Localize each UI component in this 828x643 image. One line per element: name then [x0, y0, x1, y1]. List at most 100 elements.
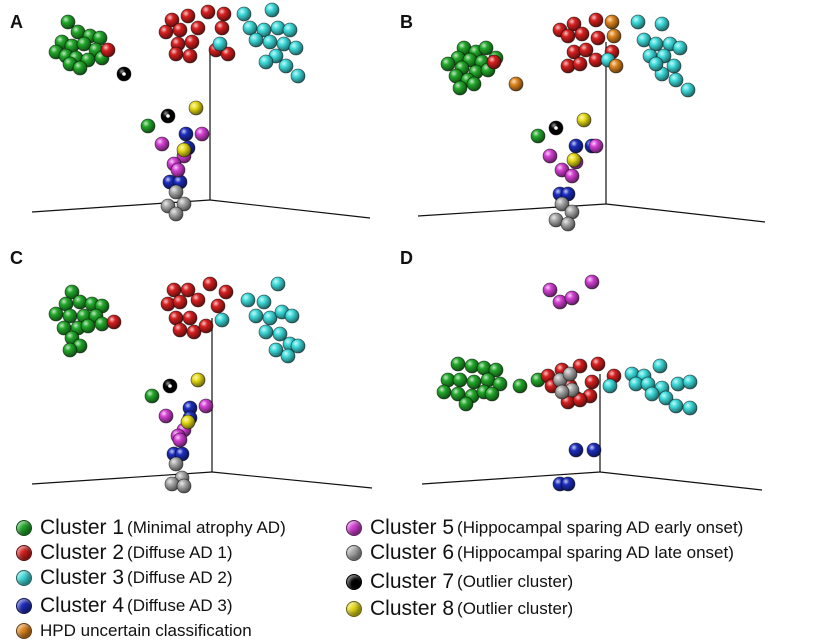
- point-panel-c-c3: [256, 294, 272, 310]
- point-panel-d-c4: [586, 442, 602, 458]
- point-panel-a-c1: [76, 36, 92, 52]
- point-panel-c-c3: [272, 326, 288, 342]
- point-panel-c-c6: [176, 478, 192, 494]
- point-panel-c-c5: [172, 432, 188, 448]
- point-panel-a-c3: [282, 22, 298, 38]
- point-panel-b-hpd: [604, 14, 620, 30]
- point-panel-a-c3: [258, 54, 274, 70]
- point-panel-a-c2: [220, 46, 236, 62]
- point-panel-c-c2: [198, 318, 214, 334]
- point-panel-d-c1: [458, 396, 474, 412]
- point-panel-a-c3: [264, 2, 280, 18]
- point-panel-d-c5: [564, 290, 580, 306]
- point-panel-b-c2: [590, 30, 606, 46]
- point-panel-c-c1: [62, 342, 78, 358]
- point-panel-a-c2: [184, 34, 200, 50]
- point-panel-c-c2: [186, 324, 202, 340]
- panel-a-axis-right: [209, 199, 371, 219]
- point-panel-a-c2: [158, 24, 174, 40]
- point-panel-d-c3: [668, 398, 684, 414]
- point-panel-b-c1: [478, 40, 494, 56]
- point-panel-d-c1: [452, 372, 468, 388]
- point-panel-d-c6: [562, 366, 578, 382]
- point-panel-a-c1: [60, 14, 76, 30]
- point-panel-a-c2: [168, 46, 184, 62]
- point-panel-a-c3: [262, 34, 278, 50]
- point-panel-a-c1: [140, 118, 156, 134]
- point-panel-a-c2: [172, 22, 188, 38]
- point-panel-a-c2: [214, 20, 230, 36]
- point-panel-b-hpd: [608, 58, 624, 74]
- point-panel-c-c3: [290, 338, 306, 354]
- point-panel-c-c2: [180, 282, 196, 298]
- point-panel-b-c5: [542, 148, 558, 164]
- point-highlight: [122, 72, 126, 76]
- point-panel-a-c6: [168, 184, 184, 200]
- point-panel-b-hpd: [606, 28, 622, 44]
- point-panel-a-c3: [248, 32, 264, 48]
- point-panel-a-c2: [164, 12, 180, 28]
- panel-label-b: B: [400, 12, 413, 32]
- point-panel-d-c1: [450, 356, 466, 372]
- point-panel-d-c5: [542, 282, 558, 298]
- panel-b-axis-right: [605, 203, 766, 223]
- point-panel-b-c2: [486, 54, 502, 70]
- point-panel-c-c3: [248, 308, 264, 324]
- point-panel-c-c3: [214, 312, 230, 328]
- panel-d-axis-left: [421, 471, 601, 485]
- point-panel-a-c2: [180, 8, 196, 24]
- point-panel-a-c3: [236, 6, 252, 22]
- point-panel-d-c4: [568, 442, 584, 458]
- point-panel-a-c6: [168, 206, 184, 222]
- point-panel-b-c6: [560, 216, 576, 232]
- point-panel-b-c2: [566, 16, 582, 32]
- point-panel-b-c5: [588, 138, 604, 154]
- panel-c-axis-right: [211, 471, 373, 489]
- point-panel-b-c2: [588, 12, 604, 28]
- point-panel-a-c8: [188, 100, 204, 116]
- point-panel-c-c3: [258, 324, 274, 340]
- point-panel-d-c2: [572, 358, 588, 374]
- point-panel-a-c4: [178, 126, 194, 142]
- panel-d-axis-right: [599, 471, 763, 491]
- point-panel-b-c1: [530, 128, 546, 144]
- point-panel-d-c3: [682, 400, 698, 416]
- panel-label-c: C: [10, 248, 23, 268]
- point-panel-c-c5: [158, 408, 174, 424]
- point-panel-d-c3: [644, 386, 660, 402]
- point-panel-c-c3: [240, 292, 256, 308]
- point-panel-d-c1: [436, 384, 452, 400]
- point-panel-b-c3: [672, 40, 688, 56]
- panel-d-axes: [421, 374, 763, 491]
- point-panel-d-c1: [488, 362, 504, 378]
- point-panel-c-c2: [182, 310, 198, 326]
- point-panel-d-c3: [652, 358, 668, 374]
- point-panel-a-c3: [290, 68, 306, 84]
- point-panel-b-c1: [440, 56, 456, 72]
- point-panel-b-c2: [560, 28, 576, 44]
- point-panel-b-c2: [572, 56, 588, 72]
- point-panel-c-c3: [280, 348, 296, 364]
- point-panel-d-c1: [512, 378, 528, 394]
- point-panel-c-c5: [198, 398, 214, 414]
- point-panel-b-c1: [452, 80, 468, 96]
- point-highlight: [166, 114, 170, 118]
- point-panel-c-c3: [270, 276, 286, 292]
- point-panel-c-c2: [202, 276, 218, 292]
- point-panel-d-c5: [584, 274, 600, 290]
- point-panel-b-c2: [574, 26, 590, 42]
- point-panel-c-c2: [190, 292, 206, 308]
- point-panel-a-c2: [190, 20, 206, 36]
- point-panel-a-c3: [278, 58, 294, 74]
- point-panel-b-c3: [630, 14, 646, 30]
- point-panel-a-c2: [100, 42, 116, 58]
- point-panel-b-c3: [666, 58, 682, 74]
- point-panel-c-c1: [144, 388, 160, 404]
- point-panel-d-c1: [492, 376, 508, 392]
- point-panel-d-c4: [560, 476, 576, 492]
- point-panel-c-c8: [190, 372, 206, 388]
- panel-label-a: A: [10, 12, 23, 32]
- point-panel-b-c3: [680, 82, 696, 98]
- point-panel-c-c2: [218, 284, 234, 300]
